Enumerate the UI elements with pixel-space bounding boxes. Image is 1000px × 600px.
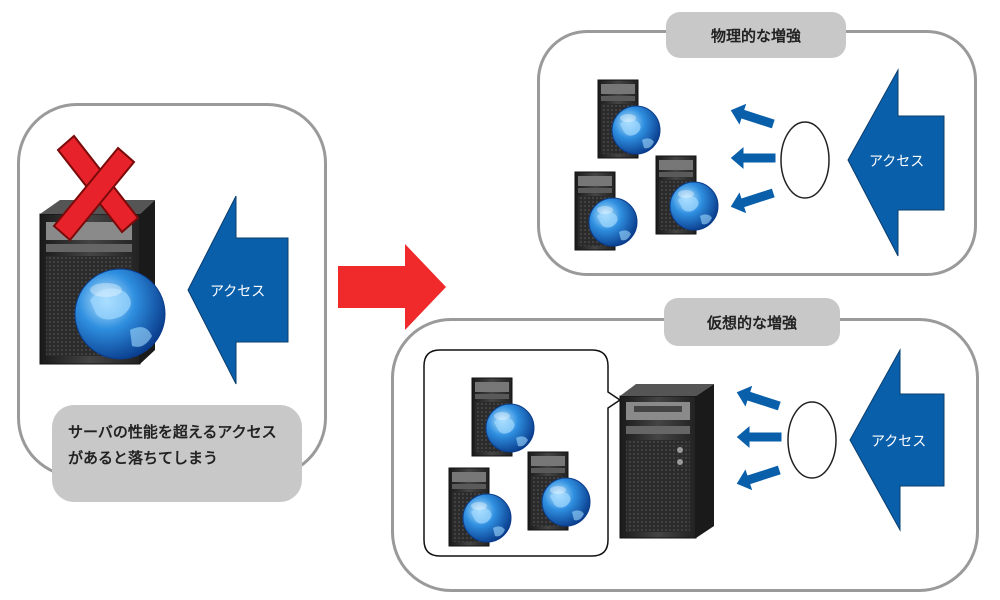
host-server-icon xyxy=(619,384,714,539)
virtual-arrow-2-icon xyxy=(735,424,783,450)
access-arrow-virtual xyxy=(849,348,945,532)
virtual-scaling-title: 仮想的な増強 xyxy=(664,298,840,346)
virtual-arrow-1-icon xyxy=(731,380,784,419)
physical-server-2-icon xyxy=(574,171,638,251)
physical-server-1-icon xyxy=(597,79,661,159)
failure-cross-icon xyxy=(52,134,140,242)
physical-server-3-icon xyxy=(655,155,719,235)
physical-arrow-2-icon xyxy=(729,145,777,171)
access-arrow-physical xyxy=(847,68,945,257)
physical-arrow-1-icon xyxy=(725,98,778,137)
physical-scaling-title: 物理的な増強 xyxy=(666,12,846,58)
caption-line-1: サーバの性能を超えるアクセス xyxy=(68,423,277,441)
physical-arrow-3-icon xyxy=(725,180,778,219)
access-arrow-left xyxy=(187,195,289,385)
physical-traffic-split-ellipse xyxy=(780,121,830,199)
caption-line-2: があると落ちてしまう xyxy=(68,449,219,467)
transition-arrow-icon xyxy=(338,244,446,330)
virtual-traffic-split-ellipse xyxy=(787,401,837,479)
access-label-physical: アクセス xyxy=(869,154,925,170)
overload-caption: サーバの性能を超えるアクセス があると落ちてしまう xyxy=(52,405,302,502)
access-label-left: アクセス xyxy=(210,284,266,300)
virtual-arrow-3-icon xyxy=(731,457,784,496)
access-label-virtual: アクセス xyxy=(871,434,927,450)
